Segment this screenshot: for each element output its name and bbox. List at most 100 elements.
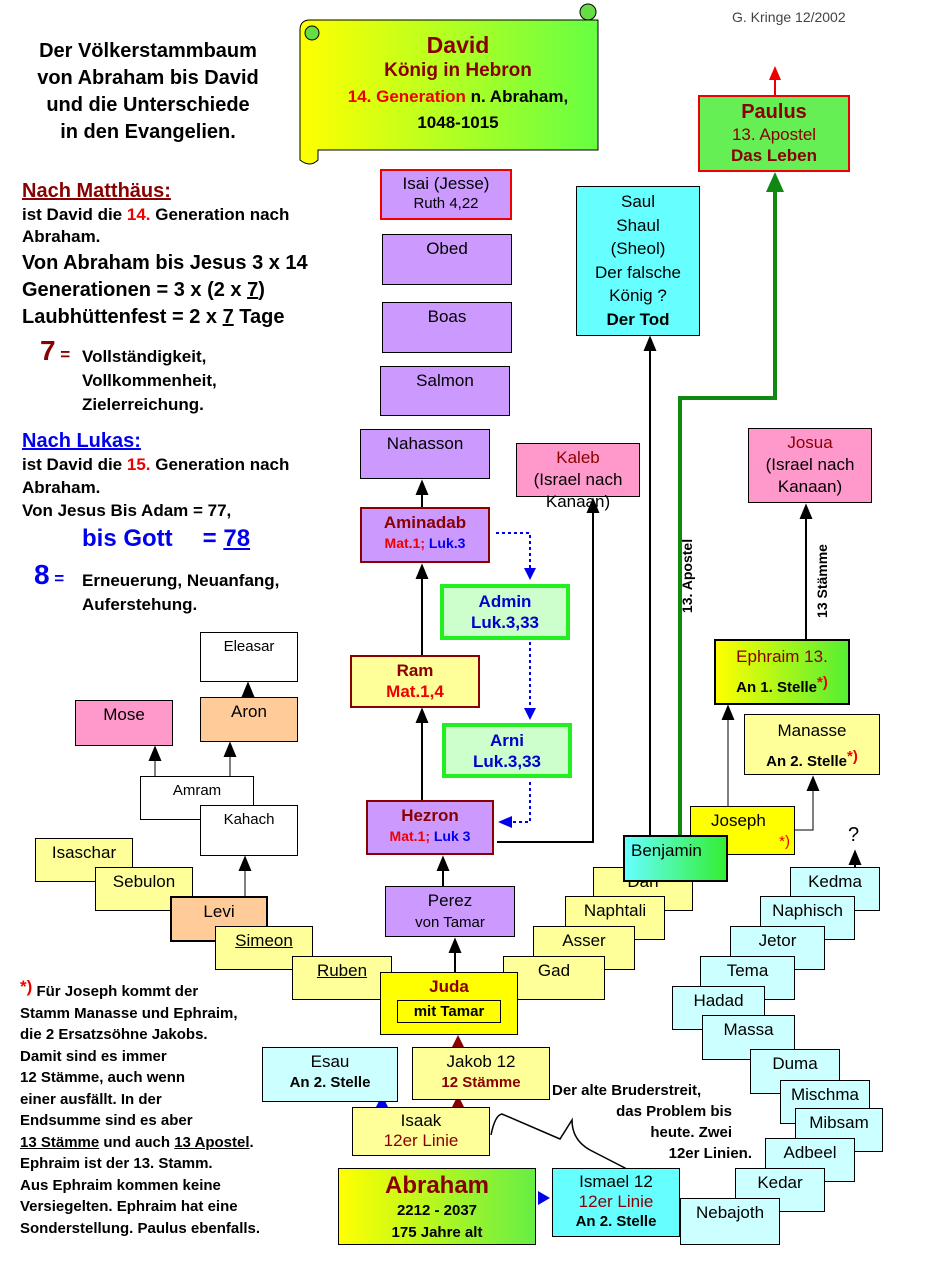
apostel-label: 13. Apostel [679, 538, 696, 614]
lukas-heading: Nach Lukas: [22, 430, 141, 452]
text: Kanaan) [545, 492, 611, 511]
text: 12er Linie [383, 1131, 459, 1150]
text: Admin [478, 592, 532, 611]
text: Esau [310, 1052, 350, 1071]
text: Paulus [741, 101, 807, 123]
text: Shaul [616, 215, 660, 235]
footnote-star: *) [817, 674, 828, 691]
seven-number: 7 = [40, 336, 70, 370]
box-eleasar[interactable]: Eleasar [200, 632, 298, 682]
text: Jakob 12 [446, 1052, 516, 1071]
text: = [202, 525, 224, 552]
text: Arni [490, 731, 524, 750]
text: 15. [126, 455, 151, 474]
text: Aus Ephraim kommen keine [20, 1176, 221, 1194]
text: Damit sind es immer [20, 1047, 167, 1065]
text: König ? [609, 286, 667, 305]
box-nebajoth[interactable]: Nebajoth [680, 1198, 780, 1245]
text: einer ausfällt. In der [20, 1090, 162, 1108]
text: 7 [247, 279, 259, 301]
joseph-footnote: *) Für Joseph kommt der Stamm Manasse un… [20, 976, 260, 1239]
box-isai[interactable]: Isai (Jesse) Ruth 4,22 [380, 169, 512, 220]
text: Luk.3,33 [472, 752, 542, 771]
text: Ruth 4,22 [413, 195, 479, 212]
text: Aminadab [383, 513, 467, 532]
title-line: von Abraham bis David [37, 67, 259, 89]
text: Joseph [711, 811, 766, 830]
text: und auch [99, 1133, 175, 1151]
text: An 2. Stelle [575, 1213, 657, 1230]
text: Mat.1; [389, 828, 430, 844]
box-obed[interactable]: Obed [382, 234, 512, 285]
text: 2212 - 2037 [396, 1202, 478, 1219]
text: 13 Apostel [174, 1133, 250, 1151]
meaning-line: Vollständigkeit, [82, 347, 207, 366]
text: Isaak [400, 1111, 442, 1130]
box-benjamin[interactable]: Benjamin [623, 835, 728, 882]
title-line: in den Evangelien. [60, 121, 236, 143]
david-years: 1048-1015 [417, 113, 499, 132]
text: Der alte Bruderstreit, [552, 1082, 702, 1099]
text: Luk.3 [428, 535, 466, 551]
text: Versiegelten. Ephraim hat eine [20, 1198, 238, 1215]
david-generation: 14. Generation [347, 87, 466, 106]
box-ruben[interactable]: Ruben [292, 956, 392, 1000]
box-kahach[interactable]: Kahach [200, 805, 298, 856]
text: Isai (Jesse) [402, 174, 490, 193]
text: Luk.3,33 [470, 613, 540, 632]
text: Ram [396, 661, 434, 680]
text: Stamm Manasse und Ephraim, [20, 1004, 238, 1022]
meaning-line: Erneuerung, Neuanfang, [82, 571, 280, 590]
text: Ismael 12 [579, 1172, 653, 1191]
text: = [55, 345, 71, 364]
david-title: König in Hebron [384, 60, 532, 81]
text: Für Joseph kommt der [36, 983, 199, 1000]
matthaeus-line: Generationen = 3 x (2 x 7) [22, 279, 265, 301]
text: 13 Stämme [20, 1133, 100, 1151]
box-boas[interactable]: Boas [382, 302, 512, 353]
bis-gott-line: bis Gott= 78 [82, 524, 250, 554]
text: ist David die [22, 455, 127, 474]
box-nahasson[interactable]: Nahasson [360, 429, 490, 479]
text: Sonderstellung. Paulus ebenfalls. [20, 1219, 261, 1237]
footnote-star: *) [20, 977, 33, 996]
matthaeus-line: Von Abraham bis Jesus 3 x 14 [22, 252, 308, 274]
text: = [49, 569, 65, 588]
box-salmon[interactable]: Salmon [380, 366, 510, 416]
text: bis Gott [82, 525, 173, 552]
matthaeus-line: Laubhüttenfest = 2 x 7 Tage [22, 306, 284, 328]
text: von Tamar [415, 914, 485, 931]
text: Tage [233, 306, 285, 328]
text: Ephraim 13. [736, 647, 828, 666]
box-mose[interactable]: Mose [75, 700, 173, 746]
author-credit: G. Kringe 12/2002 [732, 9, 846, 25]
text: 13. Apostel [731, 125, 817, 144]
box-aron[interactable]: Aron [200, 697, 298, 742]
footnote-star: *) [847, 748, 858, 765]
lukas-line: Abraham. [22, 478, 101, 497]
text: Kanaan) [777, 477, 843, 496]
mit-tamar-label: mit Tamar [397, 1000, 501, 1023]
box-gad[interactable]: Gad [503, 956, 605, 1000]
box-ephraim[interactable]: Ephraim 13. An 1. Stelle*) [714, 639, 850, 705]
